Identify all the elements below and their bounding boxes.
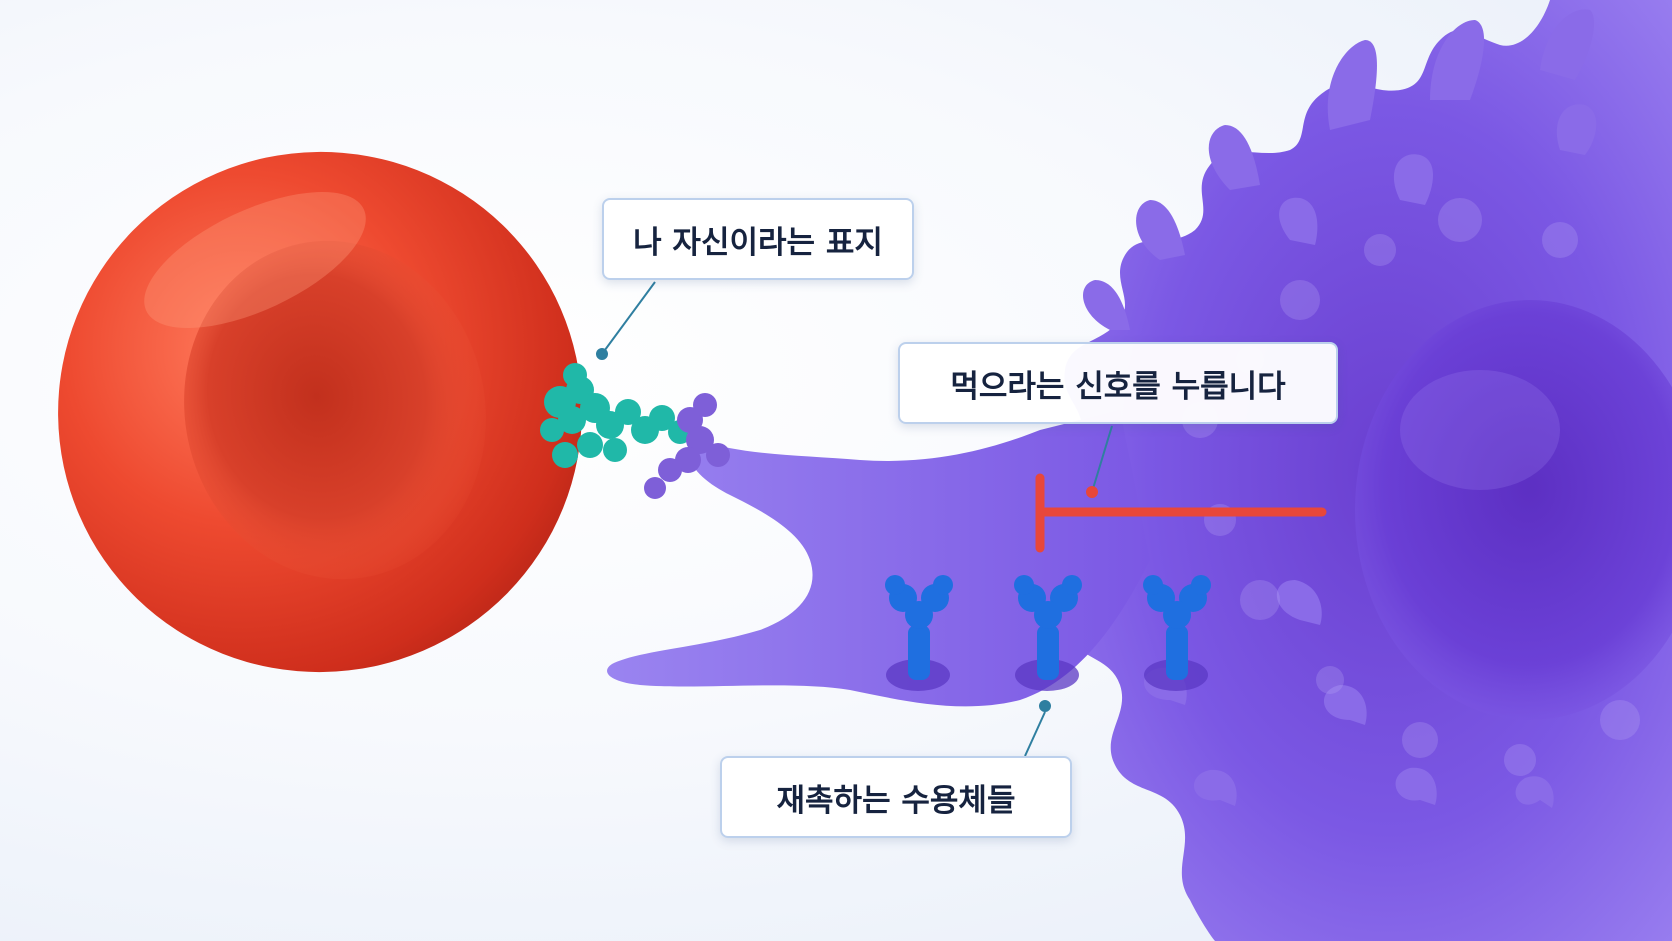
receptor [1014, 575, 1082, 680]
receptor [1143, 575, 1211, 680]
spike [1083, 280, 1130, 330]
spike [1279, 197, 1318, 245]
spike [1430, 20, 1485, 100]
spike [1327, 40, 1377, 130]
receptor [885, 575, 953, 680]
label-inhibit-signal: 먹으라는 신호를 누릅니다 [898, 342, 1338, 424]
receptor-pits [886, 659, 1208, 691]
spike [1323, 685, 1367, 725]
spike [1515, 776, 1554, 808]
spike [1276, 580, 1322, 625]
spike [1556, 104, 1597, 155]
leader-receptors [1024, 711, 1046, 757]
nucleus-highlight [1400, 370, 1560, 490]
spike [1208, 125, 1260, 190]
spike [1136, 200, 1185, 260]
macrophage-spikes [1083, 9, 1597, 808]
leader-lines [596, 281, 1113, 757]
label-self-marker: 나 자신이라는 표지 [602, 198, 914, 280]
label-receptors: 재촉하는 수용체들 [720, 756, 1072, 838]
red-blood-cell [58, 151, 582, 673]
rbc-dimple [184, 240, 486, 580]
leader-self-marker [601, 281, 656, 355]
self-marker-protein [540, 363, 730, 499]
macrophage-cell [1044, 0, 1672, 941]
leader-signal [1091, 425, 1113, 493]
rbc-rim-highlight [144, 191, 366, 329]
macrophage-pseudopod [607, 410, 1150, 707]
spike [1393, 154, 1434, 205]
activating-receptors [885, 575, 1211, 680]
spike [1540, 9, 1595, 81]
inhibition-symbol [1035, 473, 1327, 553]
spike [1193, 769, 1237, 806]
macrophage-nucleus [1355, 300, 1672, 720]
spike [1395, 767, 1437, 805]
